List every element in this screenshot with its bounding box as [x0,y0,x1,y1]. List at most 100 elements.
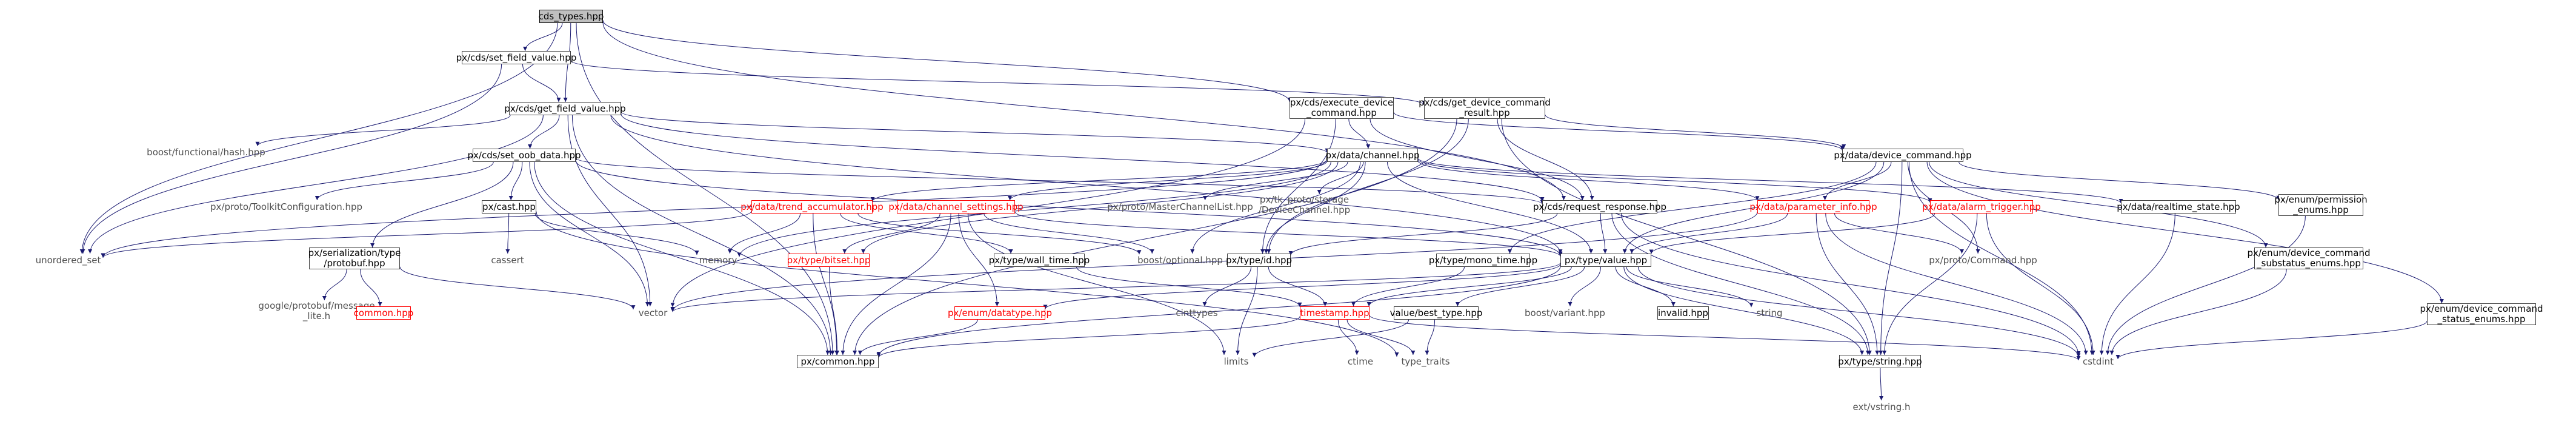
edge-data-channel-to-alarm-trigger [1417,158,1932,203]
node-boost-functional-hash: boost/functional/hash.hpp [147,146,265,159]
edge-get-device-command-result-to-px-common [853,118,1457,355]
node-label: px/data/trend_accumulator.hpp [741,201,884,212]
node-label: px/type/mono_time.hpp [1428,254,1538,266]
node-label: vector [638,307,668,318]
node-device-command-status-enums[interactable]: px/enum/device_command _status_enums.hpp [2420,303,2543,325]
edge-get-device-command-result-to-device-command [1545,115,1846,149]
node-label: invalid.hpp [1658,307,1708,318]
node-set-oob-data[interactable]: px/cds/set_oob_data.hpp [468,149,581,162]
node-px-cast[interactable]: px/cast.hpp [482,200,536,214]
node-data-channel[interactable]: px/data/channel.hpp [1326,149,1419,162]
edge-set-oob-data-to-type-value [575,160,1563,256]
node-label: px/cds/get_device_command _result.hpp [1419,97,1551,118]
edge-type-value-to-boost-variant [1568,266,1601,307]
edge-get-field-value-to-px-common [571,115,833,355]
node-type-mono-time[interactable]: px/type/mono_time.hpp [1429,254,1537,267]
node-label: boost/variant.hpp [1525,307,1605,318]
node-label: unordered_set [35,254,101,266]
edge-px-cast-to-cassert [505,213,510,254]
edge-get-device-command-result-to-cds-request-response [1497,118,1594,201]
edge-set-field-value-to-unordered-set [81,64,502,254]
node-google-protobuf-message-lite: google/protobuf/message _lite.h [258,300,374,322]
edge-alarm-trigger-to-type-value [1649,213,1935,254]
node-device-command-substatus-enums[interactable]: px/enum/device_command _substatus_enums.… [2248,247,2371,269]
edge-permission-enums-to-cstdint [2105,215,2306,355]
node-label: px/proto/MasterChannelList.hpp [1107,201,1253,212]
node-channel-settings[interactable]: px/data/channel_settings.hpp [888,200,1023,214]
node-type-value[interactable]: px/type/value.hpp [1560,254,1651,267]
edge-set-oob-data-to-px-cast [508,161,523,201]
edge-type-id-to-limits [1236,266,1258,355]
node-limits: limits [1218,355,1254,368]
node-timestamp[interactable]: timestamp.hpp [1300,306,1370,320]
edge-data-channel-to-type-value [1387,161,1593,254]
node-alarm-trigger[interactable]: px/data/alarm_trigger.hpp [1922,200,2041,214]
edge-type-value-to-type-string [1623,266,1865,355]
node-type-id[interactable]: px/type/id.hpp [1225,254,1293,267]
node-label: cstdint [2082,355,2114,367]
edge-cds-types-to-unordered-set [79,22,558,254]
node-serialization-type-protobuf[interactable]: px/serialization/type /protobuf.hpp [308,247,401,269]
node-tk-proto-storage: px/tk_proto/storage /DeviceChannel.hpp [1259,194,1350,216]
node-label: cds_types.hpp [538,10,604,22]
node-label: string [1756,307,1783,318]
edge-get-field-value-to-type-value [610,115,1563,254]
edge-get-device-command-result-to-type-id [1266,118,1469,254]
node-label: ext/vstring.h [1852,401,1911,412]
node-label: limits [1223,355,1249,367]
edge-px-cast-to-memory [534,213,699,255]
edge-device-command-to-device-command-status-enums [1926,161,2444,304]
node-enum-datatype[interactable]: px/enum/datatype.hpp [948,306,1052,320]
edge-data-channel-to-unordered-set [101,158,1328,258]
node-type-wall-time[interactable]: px/type/wall_time.hpp [989,254,1090,267]
node-proto-command: px/proto/Command.hpp [1929,254,2037,267]
edge-cds-request-response-to-cstdint [1621,213,2081,355]
edge-data-channel-to-tk-proto-storage [1317,161,1364,195]
node-label: px/enum/datatype.hpp [948,307,1052,318]
node-set-field-value[interactable]: px/cds/set_field_value.hpp [456,51,576,64]
node-device-command[interactable]: px/data/device_command.hpp [1834,149,1972,162]
node-label: cassert [491,254,524,266]
node-permission-enums[interactable]: px/enum/permission _enums.hpp [2274,194,2368,216]
edge-trend-accumulator-to-memory [727,213,801,254]
edge-device-command-to-device-command-substatus-enums [1928,161,2268,248]
node-realtime-state[interactable]: px/data/realtime_state.hpp [2117,200,2240,214]
edge-get-field-value-to-data-channel [621,111,1330,153]
node-label: px/enum/permission _enums.hpp [2274,194,2368,215]
node-get-field-value[interactable]: px/cds/get_field_value.hpp [504,102,626,115]
node-label: px/type/string.hpp [1838,355,1922,367]
edge-timestamp-to-ctime [1337,319,1359,355]
node-parameter-info[interactable]: px/data/parameter_info.hpp [1749,200,1877,214]
edge-value-best-type-to-type-traits [1425,319,1436,355]
edge-type-value-to-enum-datatype [1043,264,1561,309]
node-trend-accumulator[interactable]: px/data/trend_accumulator.hpp [741,200,884,214]
node-label: px/type/wall_time.hpp [988,254,1090,266]
node-type-string[interactable]: px/type/string.hpp [1838,355,1922,368]
node-label: px/data/alarm_trigger.hpp [1922,201,2041,212]
node-px-common[interactable]: px/common.hpp [797,355,879,368]
node-common-hpp-red[interactable]: common.hpp [354,306,413,320]
edge-type-wall-time-to-timestamp [1076,266,1302,307]
node-value-best-type[interactable]: value/best_type.hpp [1390,306,1482,320]
edge-get-field-value-to-set-oob-data [528,115,560,149]
node-execute-device-command[interactable]: px/cds/execute_device _command.hpp [1290,97,1394,119]
edge-channel-settings-to-boost-optional [983,213,1154,254]
node-cds-types[interactable]: cds_types.hpp [538,10,604,23]
node-label: boost/functional/hash.hpp [147,146,265,158]
edge-parameter-info-to-type-string [1816,213,1880,355]
node-label: px/type/id.hpp [1225,254,1293,266]
edge-cds-types-to-set-field-value [523,22,563,52]
edge-alarm-trigger-to-type-string [1882,213,1978,355]
edge-device-command-status-enums-to-cstdint [2115,320,2428,360]
node-label: px/serialization/type /protobuf.hpp [308,247,401,269]
edge-data-channel-to-type-id [1263,161,1366,254]
edge-data-channel-to-realtime-state [1417,158,2123,204]
node-cds-request-response[interactable]: px/cds/request_response.hpp [1533,200,1666,214]
node-type-bitset[interactable]: px/type/bitset.hpp [787,254,870,267]
edge-channel-settings-to-type-bitset [842,213,940,254]
node-invalid-hpp[interactable]: invalid.hpp [1657,306,1709,320]
node-label: px/data/device_command.hpp [1834,149,1972,161]
node-label: cinttypes [1176,307,1218,318]
edge-channel-settings-to-px-common [840,213,951,355]
node-get-device-command-result[interactable]: px/cds/get_device_command _result.hpp [1419,97,1551,119]
